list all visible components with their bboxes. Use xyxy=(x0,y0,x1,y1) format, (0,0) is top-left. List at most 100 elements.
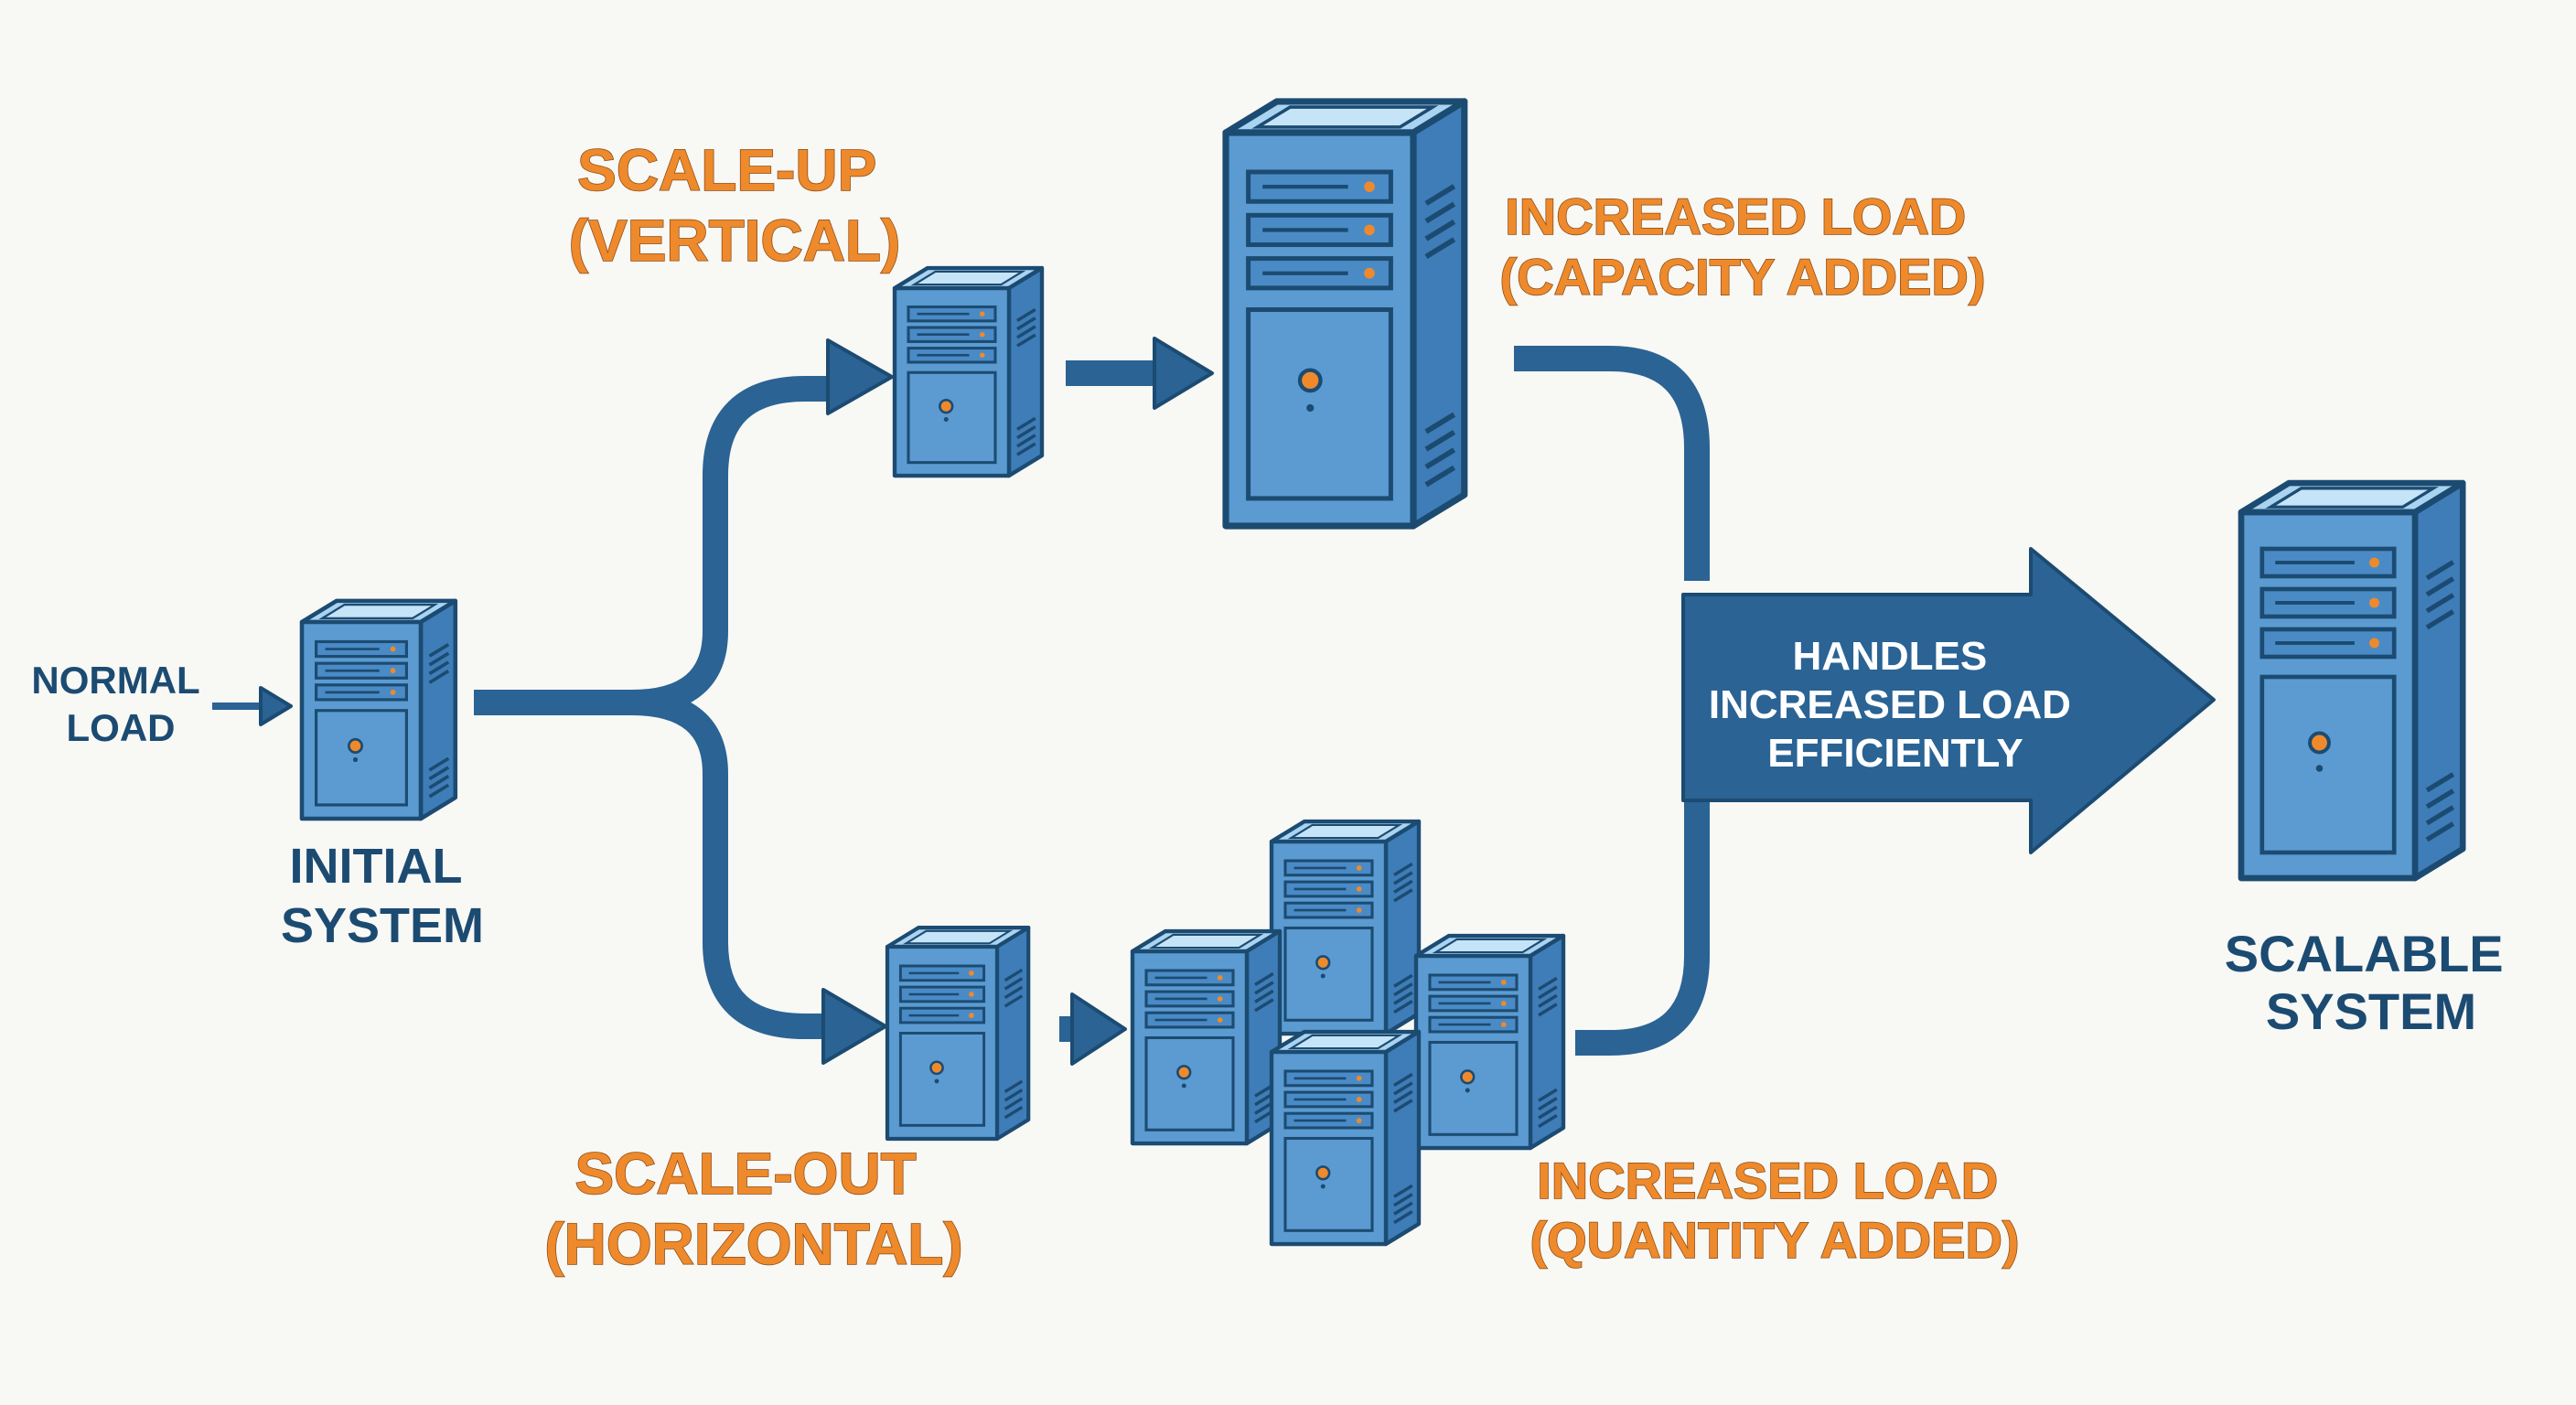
drive-led xyxy=(1356,886,1362,892)
side-vent xyxy=(1393,1201,1413,1216)
drive-led xyxy=(979,311,985,316)
side-vent xyxy=(1538,1114,1558,1129)
side-vent xyxy=(1004,1079,1024,1094)
side-vent xyxy=(1424,219,1456,241)
server-side xyxy=(418,598,458,821)
side-vent xyxy=(1016,316,1036,331)
front-panel xyxy=(2259,674,2397,855)
side-vent xyxy=(1016,325,1036,339)
status-led xyxy=(943,417,949,422)
arrowhead-scale-out xyxy=(821,988,887,1065)
drive-led xyxy=(1500,1022,1507,1027)
side-vent xyxy=(2425,593,2455,614)
drive-led xyxy=(1356,907,1362,913)
drive-led xyxy=(969,992,974,997)
side-vent xyxy=(1538,976,1558,991)
arrowhead-to-big-server xyxy=(1153,337,1214,410)
side-vent xyxy=(1538,985,1558,1000)
side-vent xyxy=(1538,1003,1558,1017)
server-top-panel xyxy=(1287,1034,1403,1050)
initial-system-label: INITIAL SYSTEM xyxy=(281,839,484,953)
side-vent xyxy=(1424,430,1456,452)
side-vent xyxy=(1393,1072,1413,1087)
arrowhead-to-cluster xyxy=(1070,992,1127,1066)
drive-led xyxy=(1217,996,1223,1002)
side-vent xyxy=(2425,821,2455,842)
side-vent xyxy=(1004,1089,1024,1102)
side-vent xyxy=(1004,994,1024,1008)
arrowhead-normal-load xyxy=(259,686,293,726)
status-led xyxy=(352,756,359,763)
power-button-icon xyxy=(1176,1065,1192,1080)
front-panel xyxy=(1246,306,1393,501)
power-button-icon xyxy=(929,1060,944,1076)
side-vent xyxy=(1393,982,1413,997)
front-panel xyxy=(907,370,997,465)
side-vent xyxy=(1254,971,1274,986)
drive-led xyxy=(1364,267,1375,279)
server-side xyxy=(1528,933,1566,1151)
side-vent xyxy=(428,775,450,789)
side-vent xyxy=(428,660,450,676)
side-vent xyxy=(1004,985,1024,1000)
drive-led xyxy=(979,331,985,338)
side-vent xyxy=(1393,871,1413,885)
server-top-panel xyxy=(1432,938,1548,954)
server-scale-up-large xyxy=(1222,98,1468,530)
side-vent xyxy=(1016,307,1036,322)
side-vent xyxy=(1004,1105,1024,1120)
drive-led xyxy=(1356,865,1362,871)
server-top-panel xyxy=(1251,105,1439,129)
power-button-icon xyxy=(1315,1165,1331,1181)
server-top-panel xyxy=(318,603,439,619)
server-top-panel xyxy=(1287,823,1403,840)
drive-led xyxy=(1217,975,1223,981)
side-vent xyxy=(1016,416,1036,431)
side-vent xyxy=(1393,1184,1413,1198)
server-scale-up-small xyxy=(892,265,1045,478)
scale-out-label: SCALE-OUT (HORIZONTAL) xyxy=(544,1141,962,1277)
side-vent xyxy=(2425,560,2455,581)
server-scalable xyxy=(2238,479,2466,882)
side-vent xyxy=(1424,412,1456,434)
server-side xyxy=(1383,819,1422,1036)
side-vent xyxy=(1393,973,1413,988)
side-vent xyxy=(2425,609,2455,630)
server-initial xyxy=(299,598,458,821)
flow-connectors xyxy=(212,346,1710,1056)
drive-led xyxy=(1364,224,1375,236)
server-top-panel xyxy=(910,270,1026,286)
side-vent xyxy=(428,756,450,772)
side-vent xyxy=(1424,184,1456,206)
server-top-panel xyxy=(1148,933,1264,949)
side-vent xyxy=(1393,1193,1413,1207)
side-vent xyxy=(1393,991,1413,1005)
side-vent xyxy=(1424,447,1456,470)
drive-led xyxy=(390,689,396,695)
server-side xyxy=(994,925,1031,1142)
side-vent xyxy=(1004,977,1024,991)
side-vent xyxy=(1016,442,1036,456)
server-top-panel xyxy=(902,929,1014,945)
side-vent xyxy=(1016,333,1036,348)
server-side xyxy=(2411,479,2466,882)
drive-led xyxy=(969,971,974,976)
drive-led xyxy=(2369,557,2379,568)
side-vent xyxy=(428,669,450,684)
drive-led xyxy=(1500,980,1507,985)
scalable-system-label: SCALABLE SYSTEM xyxy=(2225,925,2517,1040)
side-vent xyxy=(2425,772,2455,793)
drive-led xyxy=(2369,638,2379,649)
side-vent xyxy=(1424,237,1456,259)
front-panel xyxy=(898,1032,986,1127)
side-vent xyxy=(2425,576,2455,597)
front-panel xyxy=(1144,1035,1235,1132)
capacity-added-label: INCREASED LOAD (CAPACITY ADDED) xyxy=(1500,188,1986,306)
side-vent xyxy=(1004,1097,1024,1110)
drive-led xyxy=(390,646,396,652)
power-button-icon xyxy=(1460,1069,1476,1085)
side-vent xyxy=(1016,434,1036,448)
side-vent xyxy=(1004,968,1024,982)
side-vent xyxy=(428,783,450,799)
front-panel xyxy=(315,709,408,807)
